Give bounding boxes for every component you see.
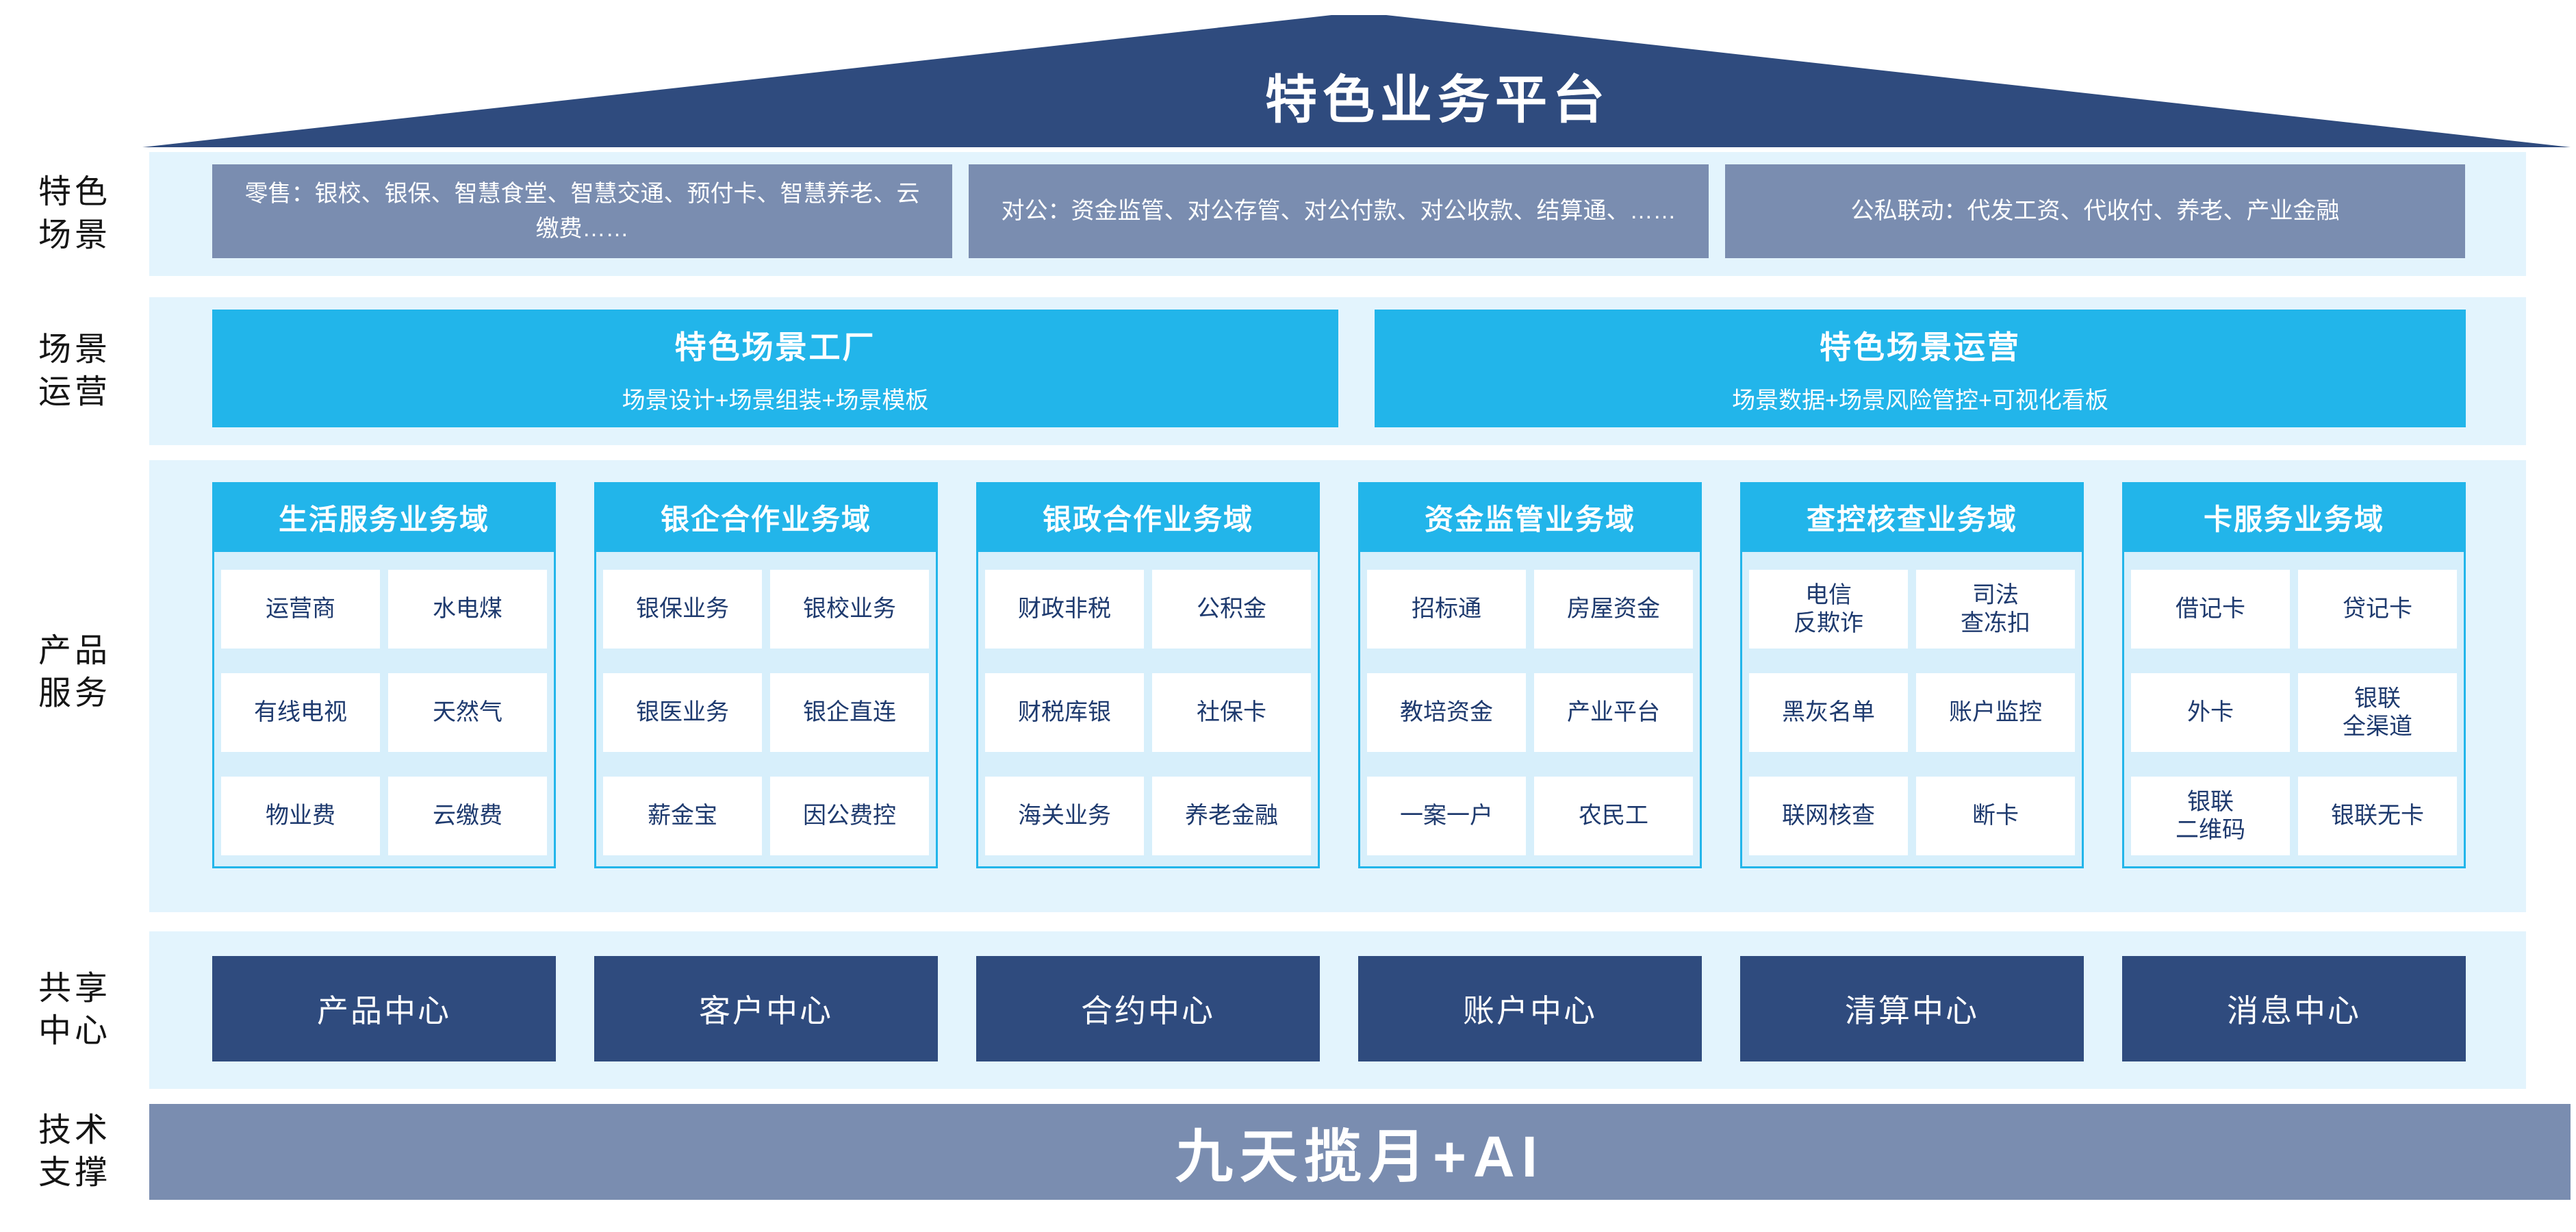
product-cell: 银保业务: [603, 570, 762, 649]
roof-shape: [142, 15, 2571, 147]
domain-column-life-services: 生活服务业务域 运营商 水电煤 有线电视 天然气 物业费 云缴费: [212, 482, 556, 868]
product-cell: 教培资金: [1367, 673, 1526, 752]
product-cell: 财税库银: [985, 673, 1144, 752]
scene-box-corporate: 对公：资金监管、对公存管、对公付款、对公收款、结算通、……: [969, 164, 1709, 258]
product-cell: 外卡: [2131, 673, 2290, 752]
product-cell: 财政非税: [985, 570, 1144, 649]
product-cell: 银医业务: [603, 673, 762, 752]
product-cell: 招标通: [1367, 570, 1526, 649]
shared-center-product: 产品中心: [212, 956, 556, 1061]
product-cell: 银校业务: [770, 570, 929, 649]
product-cell: 天然气: [388, 673, 547, 752]
product-cell: 银企直连: [770, 673, 929, 752]
domain-body: 财政非税 公积金 财税库银 社保卡 海关业务 养老金融: [976, 552, 1320, 868]
product-cell: 薪金宝: [603, 777, 762, 855]
product-cell: 借记卡: [2131, 570, 2290, 649]
shared-center-message: 消息中心: [2122, 956, 2466, 1061]
product-cell: 有线电视: [221, 673, 380, 752]
scene-factory-title: 特色场景工厂: [674, 329, 876, 365]
scene-factory-subtitle: 场景设计+场景组装+场景模板: [622, 387, 929, 414]
product-cell: 水电煤: [388, 570, 547, 649]
product-cell: 物业费: [221, 777, 380, 855]
domain-body: 运营商 水电煤 有线电视 天然气 物业费 云缴费: [212, 552, 556, 868]
domain-column-bank-enterprise: 银企合作业务域 银保业务 银校业务 银医业务 银企直连 薪金宝 因公费控: [594, 482, 938, 868]
shared-center-account: 账户中心: [1358, 956, 1702, 1061]
product-cell: 公积金: [1152, 570, 1311, 649]
domain-body: 借记卡 贷记卡 外卡 银联 全渠道 银联 二维码 银联无卡: [2122, 552, 2466, 868]
domain-body: 银保业务 银校业务 银医业务 银企直连 薪金宝 因公费控: [594, 552, 938, 868]
product-cell: 农民工: [1534, 777, 1693, 855]
tech-support-bar: 九天揽月+AI: [149, 1104, 2571, 1200]
side-label-scene: 特色 场景: [38, 174, 111, 253]
scene-operation-box: 特色场景运营 场景数据+场景风险管控+可视化看板: [1375, 310, 2466, 427]
scene-box-retail: 零售：银校、银保、智慧食堂、智慧交通、预付卡、智慧养老、云缴费……: [212, 164, 952, 258]
product-cell: 因公费控: [770, 777, 929, 855]
product-cell: 账户监控: [1916, 673, 2075, 752]
product-cell: 黑灰名单: [1749, 673, 1908, 752]
roof-title: 特色业务平台: [1265, 71, 1610, 129]
domain-body: 招标通 房屋资金 教培资金 产业平台 一案一户 农民工: [1358, 552, 1702, 868]
domain-header: 资金监管业务域: [1358, 482, 1702, 552]
domain-body: 电信 反欺诈 司法 查冻扣 黑灰名单 账户监控 联网核查 断卡: [1740, 552, 2084, 868]
product-cell: 贷记卡: [2298, 570, 2457, 649]
scene-operation-title: 特色场景运营: [1820, 329, 2021, 365]
domain-header: 银政合作业务域: [976, 482, 1320, 552]
product-cell: 电信 反欺诈: [1749, 570, 1908, 649]
domain-column-fund-supervision: 资金监管业务域 招标通 房屋资金 教培资金 产业平台 一案一户 农民工: [1358, 482, 1702, 868]
product-cell: 海关业务: [985, 777, 1144, 855]
product-cell: 银联无卡: [2298, 777, 2457, 855]
side-label-shared: 共享 中心: [38, 970, 111, 1049]
domain-column-card-services: 卡服务业务域 借记卡 贷记卡 外卡 银联 全渠道 银联 二维码 银联无卡: [2122, 482, 2466, 868]
scene-box-public-private: 公私联动：代发工资、代收付、养老、产业金融: [1725, 164, 2465, 258]
domain-header: 卡服务业务域: [2122, 482, 2466, 552]
side-label-tech: 技术 支撑: [38, 1111, 111, 1191]
product-cell: 断卡: [1916, 777, 2075, 855]
product-cell: 社保卡: [1152, 673, 1311, 752]
product-cell: 云缴费: [388, 777, 547, 855]
shared-center-contract: 合约中心: [976, 956, 1320, 1061]
tech-support-bar-label: 九天揽月+AI: [1175, 1124, 1545, 1189]
domain-column-bank-government: 银政合作业务域 财政非税 公积金 财税库银 社保卡 海关业务 养老金融: [976, 482, 1320, 868]
shared-center-customer: 客户中心: [594, 956, 938, 1061]
product-cell: 房屋资金: [1534, 570, 1693, 649]
domain-header: 生活服务业务域: [212, 482, 556, 552]
product-cell: 运营商: [221, 570, 380, 649]
domain-header: 查控核查业务域: [1740, 482, 2084, 552]
side-label-product: 产品 服务: [38, 632, 111, 712]
product-cell: 联网核查: [1749, 777, 1908, 855]
scene-operation-subtitle: 场景数据+场景风险管控+可视化看板: [1732, 387, 2108, 414]
domain-column-inquiry-control: 查控核查业务域 电信 反欺诈 司法 查冻扣 黑灰名单 账户监控 联网核查 断卡: [1740, 482, 2084, 868]
product-cell: 一案一户: [1367, 777, 1526, 855]
product-cell: 养老金融: [1152, 777, 1311, 855]
product-cell: 产业平台: [1534, 673, 1693, 752]
domain-header: 银企合作业务域: [594, 482, 938, 552]
scene-factory-box: 特色场景工厂 场景设计+场景组装+场景模板: [212, 310, 1338, 427]
product-cell: 银联 二维码: [2131, 777, 2290, 855]
product-cell: 司法 查冻扣: [1916, 570, 2075, 649]
side-label-operation: 场景 运营: [38, 331, 111, 410]
shared-center-clearing: 清算中心: [1740, 956, 2084, 1061]
product-cell: 银联 全渠道: [2298, 673, 2457, 752]
